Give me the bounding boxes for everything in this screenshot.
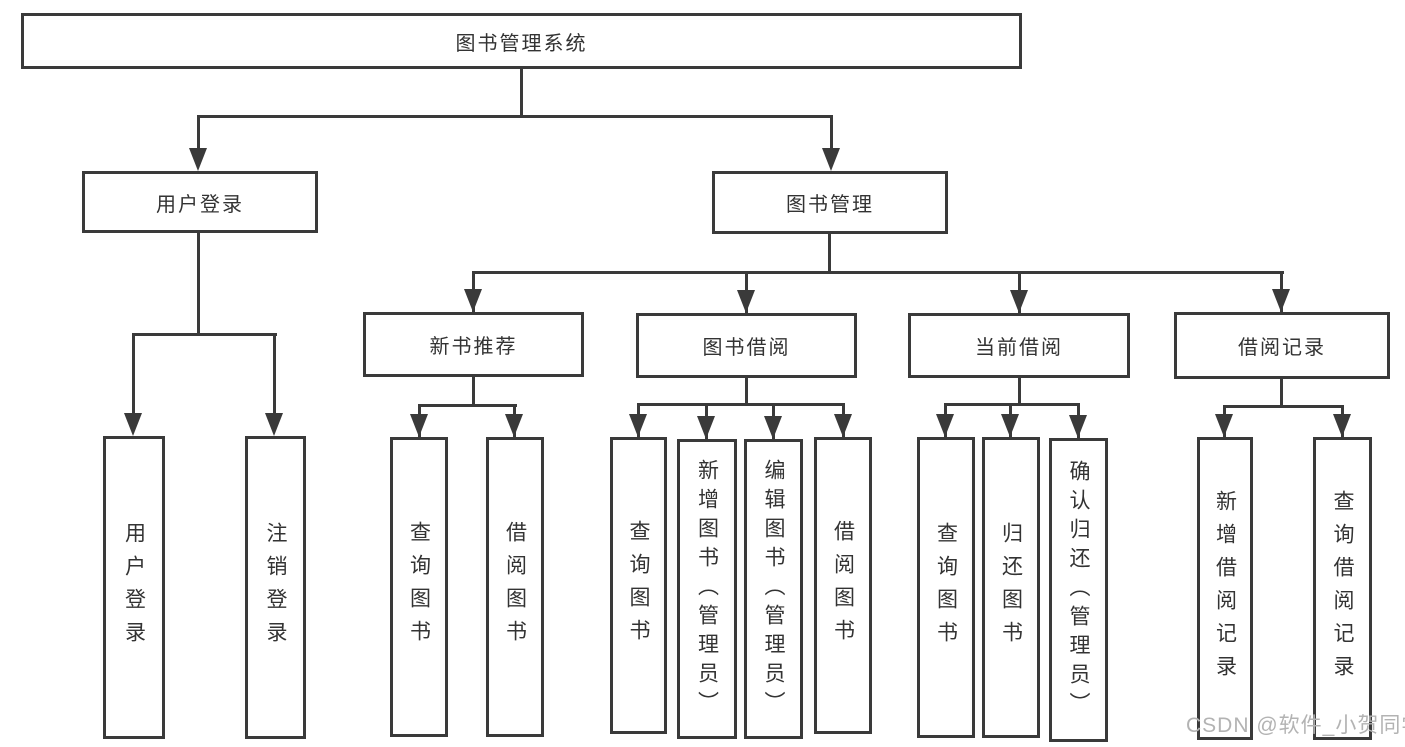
node-current-borrowing: 当前借阅	[908, 313, 1130, 378]
leaf-logout: 注销登录	[245, 436, 306, 739]
arrowhead-down-icon	[822, 148, 840, 171]
leaf-user-login: 用户登录	[103, 436, 165, 739]
arrowhead-down-icon	[629, 414, 647, 437]
connector-line	[637, 403, 845, 406]
arrowhead-down-icon	[737, 290, 755, 313]
connector-line	[273, 333, 276, 418]
connector-line	[1018, 378, 1021, 406]
node-book-management: 图书管理	[712, 171, 948, 234]
arrowhead-down-icon	[505, 414, 523, 437]
node-library-system-label: 图书管理系统	[455, 32, 588, 55]
leaf-borrow-book-1-label: 借阅图书	[503, 521, 527, 653]
leaf-return-book-label: 归还图书	[999, 521, 1023, 654]
node-user-login: 用户登录	[82, 171, 318, 233]
arrowhead-down-icon	[1010, 290, 1028, 313]
arrowhead-down-icon	[1272, 289, 1290, 312]
leaf-add-borrow-record-label: 新增借阅记录	[1213, 489, 1237, 688]
node-book-borrowing: 图书借阅	[636, 313, 857, 378]
leaf-edit-book-admin: 编辑图书（管理员）	[744, 439, 803, 739]
arrowhead-down-icon	[410, 414, 428, 437]
node-book-management-label: 图书管理	[786, 194, 874, 216]
node-new-book-recommend: 新书推荐	[363, 312, 584, 377]
node-library-system: 图书管理系统	[21, 13, 1022, 69]
arrowhead-down-icon	[124, 413, 142, 436]
node-current-borrowing-label: 当前借阅	[975, 337, 1063, 359]
connector-line	[197, 233, 200, 336]
arrowhead-down-icon	[764, 416, 782, 439]
arrowhead-down-icon	[265, 413, 283, 436]
node-user-login-label: 用户登录	[156, 193, 244, 216]
arrowhead-down-icon	[1333, 414, 1351, 437]
leaf-confirm-return-admin: 确认归还（管理员）	[1049, 438, 1108, 742]
connector-line	[520, 69, 523, 117]
leaf-add-borrow-record: 新增借阅记录	[1197, 437, 1253, 740]
leaf-query-book-3: 查询图书	[917, 437, 975, 738]
connector-line	[197, 115, 200, 153]
node-new-book-recommend-label: 新书推荐	[429, 336, 518, 358]
connector-line	[1223, 405, 1344, 408]
connector-line	[418, 404, 517, 407]
connector-line	[132, 333, 135, 418]
arrowhead-down-icon	[189, 148, 207, 171]
arrowhead-down-icon	[936, 414, 954, 437]
arrowhead-down-icon	[1069, 415, 1087, 438]
leaf-borrow-book-2-label: 借阅图书	[831, 519, 855, 652]
connector-line	[830, 115, 833, 153]
leaf-return-book: 归还图书	[982, 437, 1040, 738]
leaf-add-book-admin: 新增图书（管理员）	[677, 439, 737, 739]
arrowhead-down-icon	[1215, 414, 1233, 437]
arrowhead-down-icon	[697, 416, 715, 439]
node-borrowing-records-label: 借阅记录	[1238, 337, 1326, 359]
leaf-query-borrow-record-label: 查询借阅记录	[1331, 489, 1354, 688]
csdn-watermark: CSDN @软件_小贺同学	[1186, 714, 1405, 737]
connector-line	[1280, 379, 1283, 408]
connector-line	[132, 333, 277, 336]
node-borrowing-records: 借阅记录	[1174, 312, 1390, 379]
leaf-add-book-admin-label: 新增图书（管理员）	[695, 458, 719, 720]
connector-line	[944, 403, 1080, 406]
connector-line	[745, 378, 748, 406]
leaf-user-login-label: 用户登录	[122, 521, 146, 654]
connector-line	[472, 271, 1284, 274]
connector-line	[472, 377, 475, 407]
leaf-query-book-3-label: 查询图书	[934, 521, 958, 654]
arrowhead-down-icon	[1001, 414, 1019, 437]
leaf-query-book-1: 查询图书	[390, 437, 448, 737]
connector-line	[197, 115, 833, 118]
leaf-borrow-book-2: 借阅图书	[814, 437, 872, 734]
leaf-query-borrow-record: 查询借阅记录	[1313, 437, 1372, 740]
leaf-query-book-2-label: 查询图书	[627, 519, 650, 652]
leaf-edit-book-admin-label: 编辑图书（管理员）	[762, 458, 785, 720]
arrowhead-down-icon	[834, 414, 852, 437]
connector-line	[828, 234, 831, 274]
leaf-borrow-book-1: 借阅图书	[486, 437, 544, 737]
leaf-query-book-1-label: 查询图书	[407, 521, 431, 653]
node-book-borrowing-label: 图书借阅	[702, 337, 791, 359]
leaf-logout-label: 注销登录	[264, 521, 287, 654]
arrowhead-down-icon	[464, 289, 482, 312]
leaf-query-book-2: 查询图书	[610, 437, 667, 734]
leaf-confirm-return-admin-label: 确认归还（管理员）	[1067, 459, 1090, 721]
